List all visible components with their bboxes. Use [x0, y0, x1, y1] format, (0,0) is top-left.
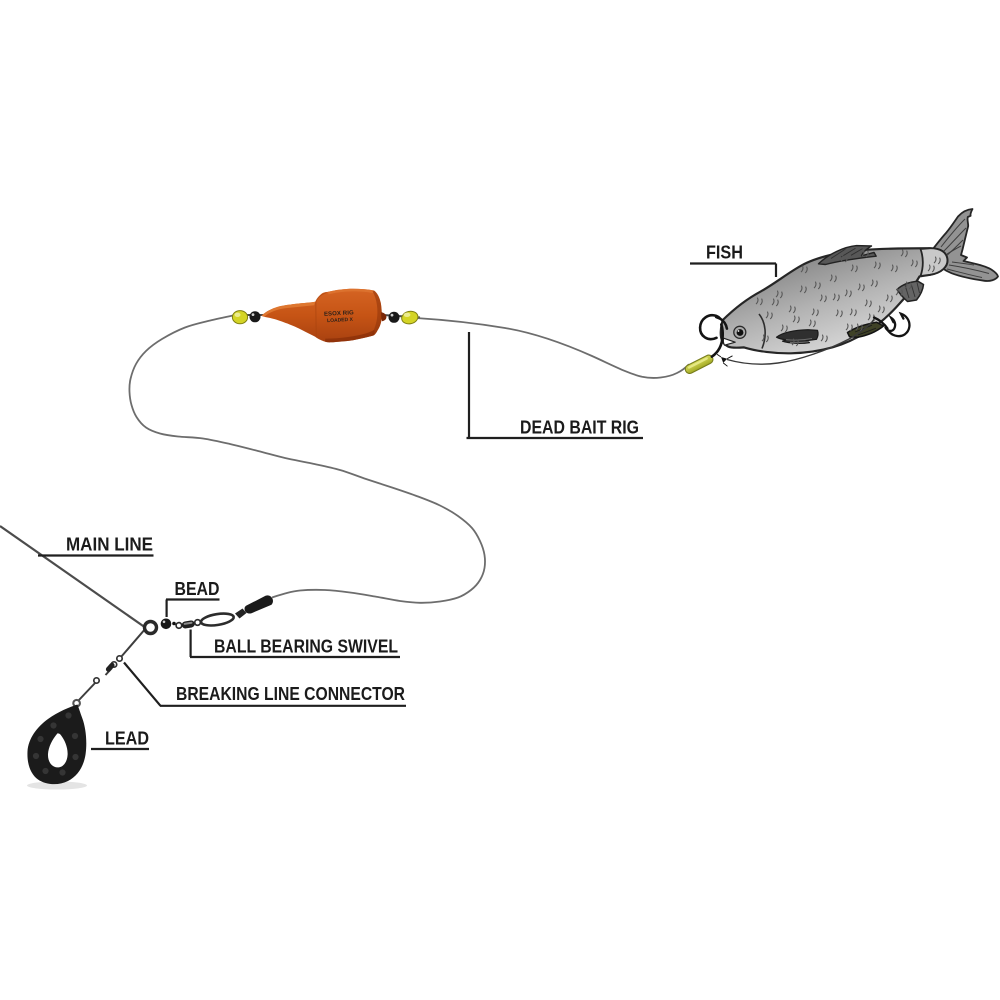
- svg-text:DEAD BAIT RIG: DEAD BAIT RIG: [520, 418, 639, 438]
- svg-text:FISH: FISH: [706, 243, 743, 263]
- svg-text:LEAD: LEAD: [105, 729, 149, 749]
- svg-text:BALL BEARING SWIVEL: BALL BEARING SWIVEL: [214, 637, 398, 657]
- svg-text:MAIN LINE: MAIN LINE: [66, 535, 153, 555]
- svg-text:BEAD: BEAD: [175, 579, 220, 599]
- svg-text:LOADED X: LOADED X: [327, 317, 354, 324]
- svg-text:BREAKING LINE CONNECTOR: BREAKING LINE CONNECTOR: [176, 684, 405, 704]
- svg-text:ESOX RIG: ESOX RIG: [324, 310, 354, 318]
